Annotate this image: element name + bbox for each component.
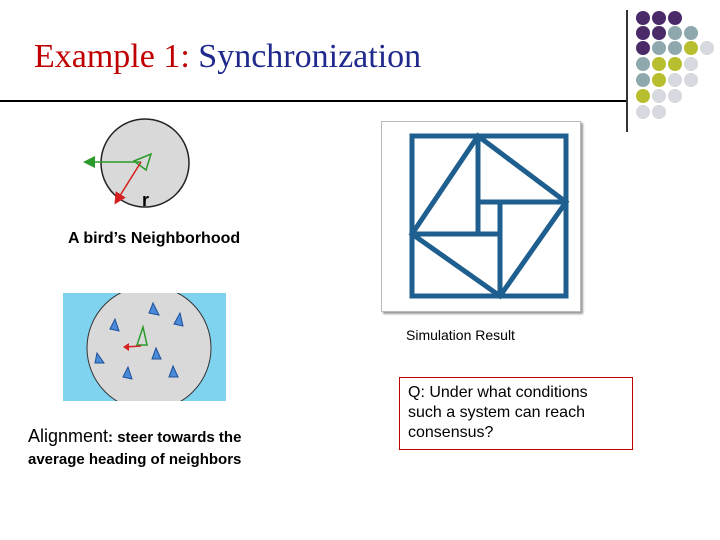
- dot-row-3: [636, 41, 714, 55]
- decor-dot: [636, 26, 650, 40]
- decor-dot: [684, 73, 698, 87]
- neighborhood-circle: [100, 118, 190, 208]
- neighbor-bird: [148, 301, 160, 316]
- simulation-result-image: [381, 121, 581, 312]
- radius-label: r: [142, 190, 150, 210]
- decor-dot: [684, 26, 698, 40]
- neighborhood-caption: A bird’s Neighborhood: [68, 230, 241, 247]
- neighbor-bird: [168, 364, 179, 378]
- decor-dot-grid: [636, 11, 714, 119]
- dot-row-5: [636, 73, 698, 87]
- slide-title: Example 1: Synchronization: [34, 38, 421, 76]
- title-main: Synchronization: [198, 38, 422, 75]
- question-box: Q: Under what conditions such a system c…: [399, 377, 633, 450]
- dot-row-2: [636, 26, 698, 40]
- alignment-rest: : steer towards the: [108, 429, 242, 446]
- decor-dot: [700, 41, 714, 55]
- decor-dot: [652, 11, 666, 25]
- decor-dot: [636, 41, 650, 55]
- simulation-caption: Simulation Result: [406, 327, 515, 343]
- decor-dot: [652, 89, 666, 103]
- decor-dot: [636, 57, 650, 71]
- dot-row-6: [636, 89, 682, 103]
- corner-divider: [626, 10, 628, 132]
- simulation-path-drawing: [408, 132, 570, 300]
- decor-dot: [668, 11, 682, 25]
- decor-dot: [652, 105, 666, 119]
- neighbor-bird: [94, 351, 105, 364]
- decor-dot: [684, 41, 698, 55]
- decor-dot: [668, 41, 682, 55]
- title-underline: [0, 100, 628, 102]
- decor-dot: [652, 57, 666, 71]
- alignment-lead: Alignment: [28, 426, 109, 446]
- neighbor-bird: [109, 317, 120, 332]
- bird-triangle: [132, 152, 153, 172]
- neighbor-bird: [122, 365, 133, 380]
- diamond-path: [408, 132, 570, 300]
- decor-dot: [684, 57, 698, 71]
- decor-dot: [668, 26, 682, 40]
- decor-dot: [668, 57, 682, 71]
- decor-dot: [636, 105, 650, 119]
- focal-bird: [135, 324, 148, 346]
- dot-row-4: [636, 57, 698, 71]
- alignment-neighborhood: [86, 285, 212, 411]
- outer-square: [409, 133, 569, 299]
- decor-dot: [636, 11, 650, 25]
- decor-dot: [668, 89, 682, 103]
- decor-dot: [636, 73, 650, 87]
- decor-dot: [652, 73, 666, 87]
- radius-arrow: [114, 161, 142, 205]
- decor-dot: [668, 73, 682, 87]
- dot-row-7: [636, 105, 666, 119]
- neighbor-bird: [151, 346, 162, 360]
- neighbor-bird: [173, 311, 184, 327]
- alignment-line-2: average heading of neighbors: [28, 451, 242, 468]
- alignment-diagram: [63, 285, 226, 411]
- average-heading-arrow-head: [123, 343, 129, 351]
- alignment-birds: [86, 285, 212, 411]
- decor-dot: [652, 26, 666, 40]
- dot-row-1: [636, 11, 682, 25]
- decor-dot: [636, 89, 650, 103]
- title-prefix: Example 1:: [34, 38, 190, 75]
- decor-dot: [652, 41, 666, 55]
- alignment-label: Alignment: steer towards the: [28, 426, 241, 447]
